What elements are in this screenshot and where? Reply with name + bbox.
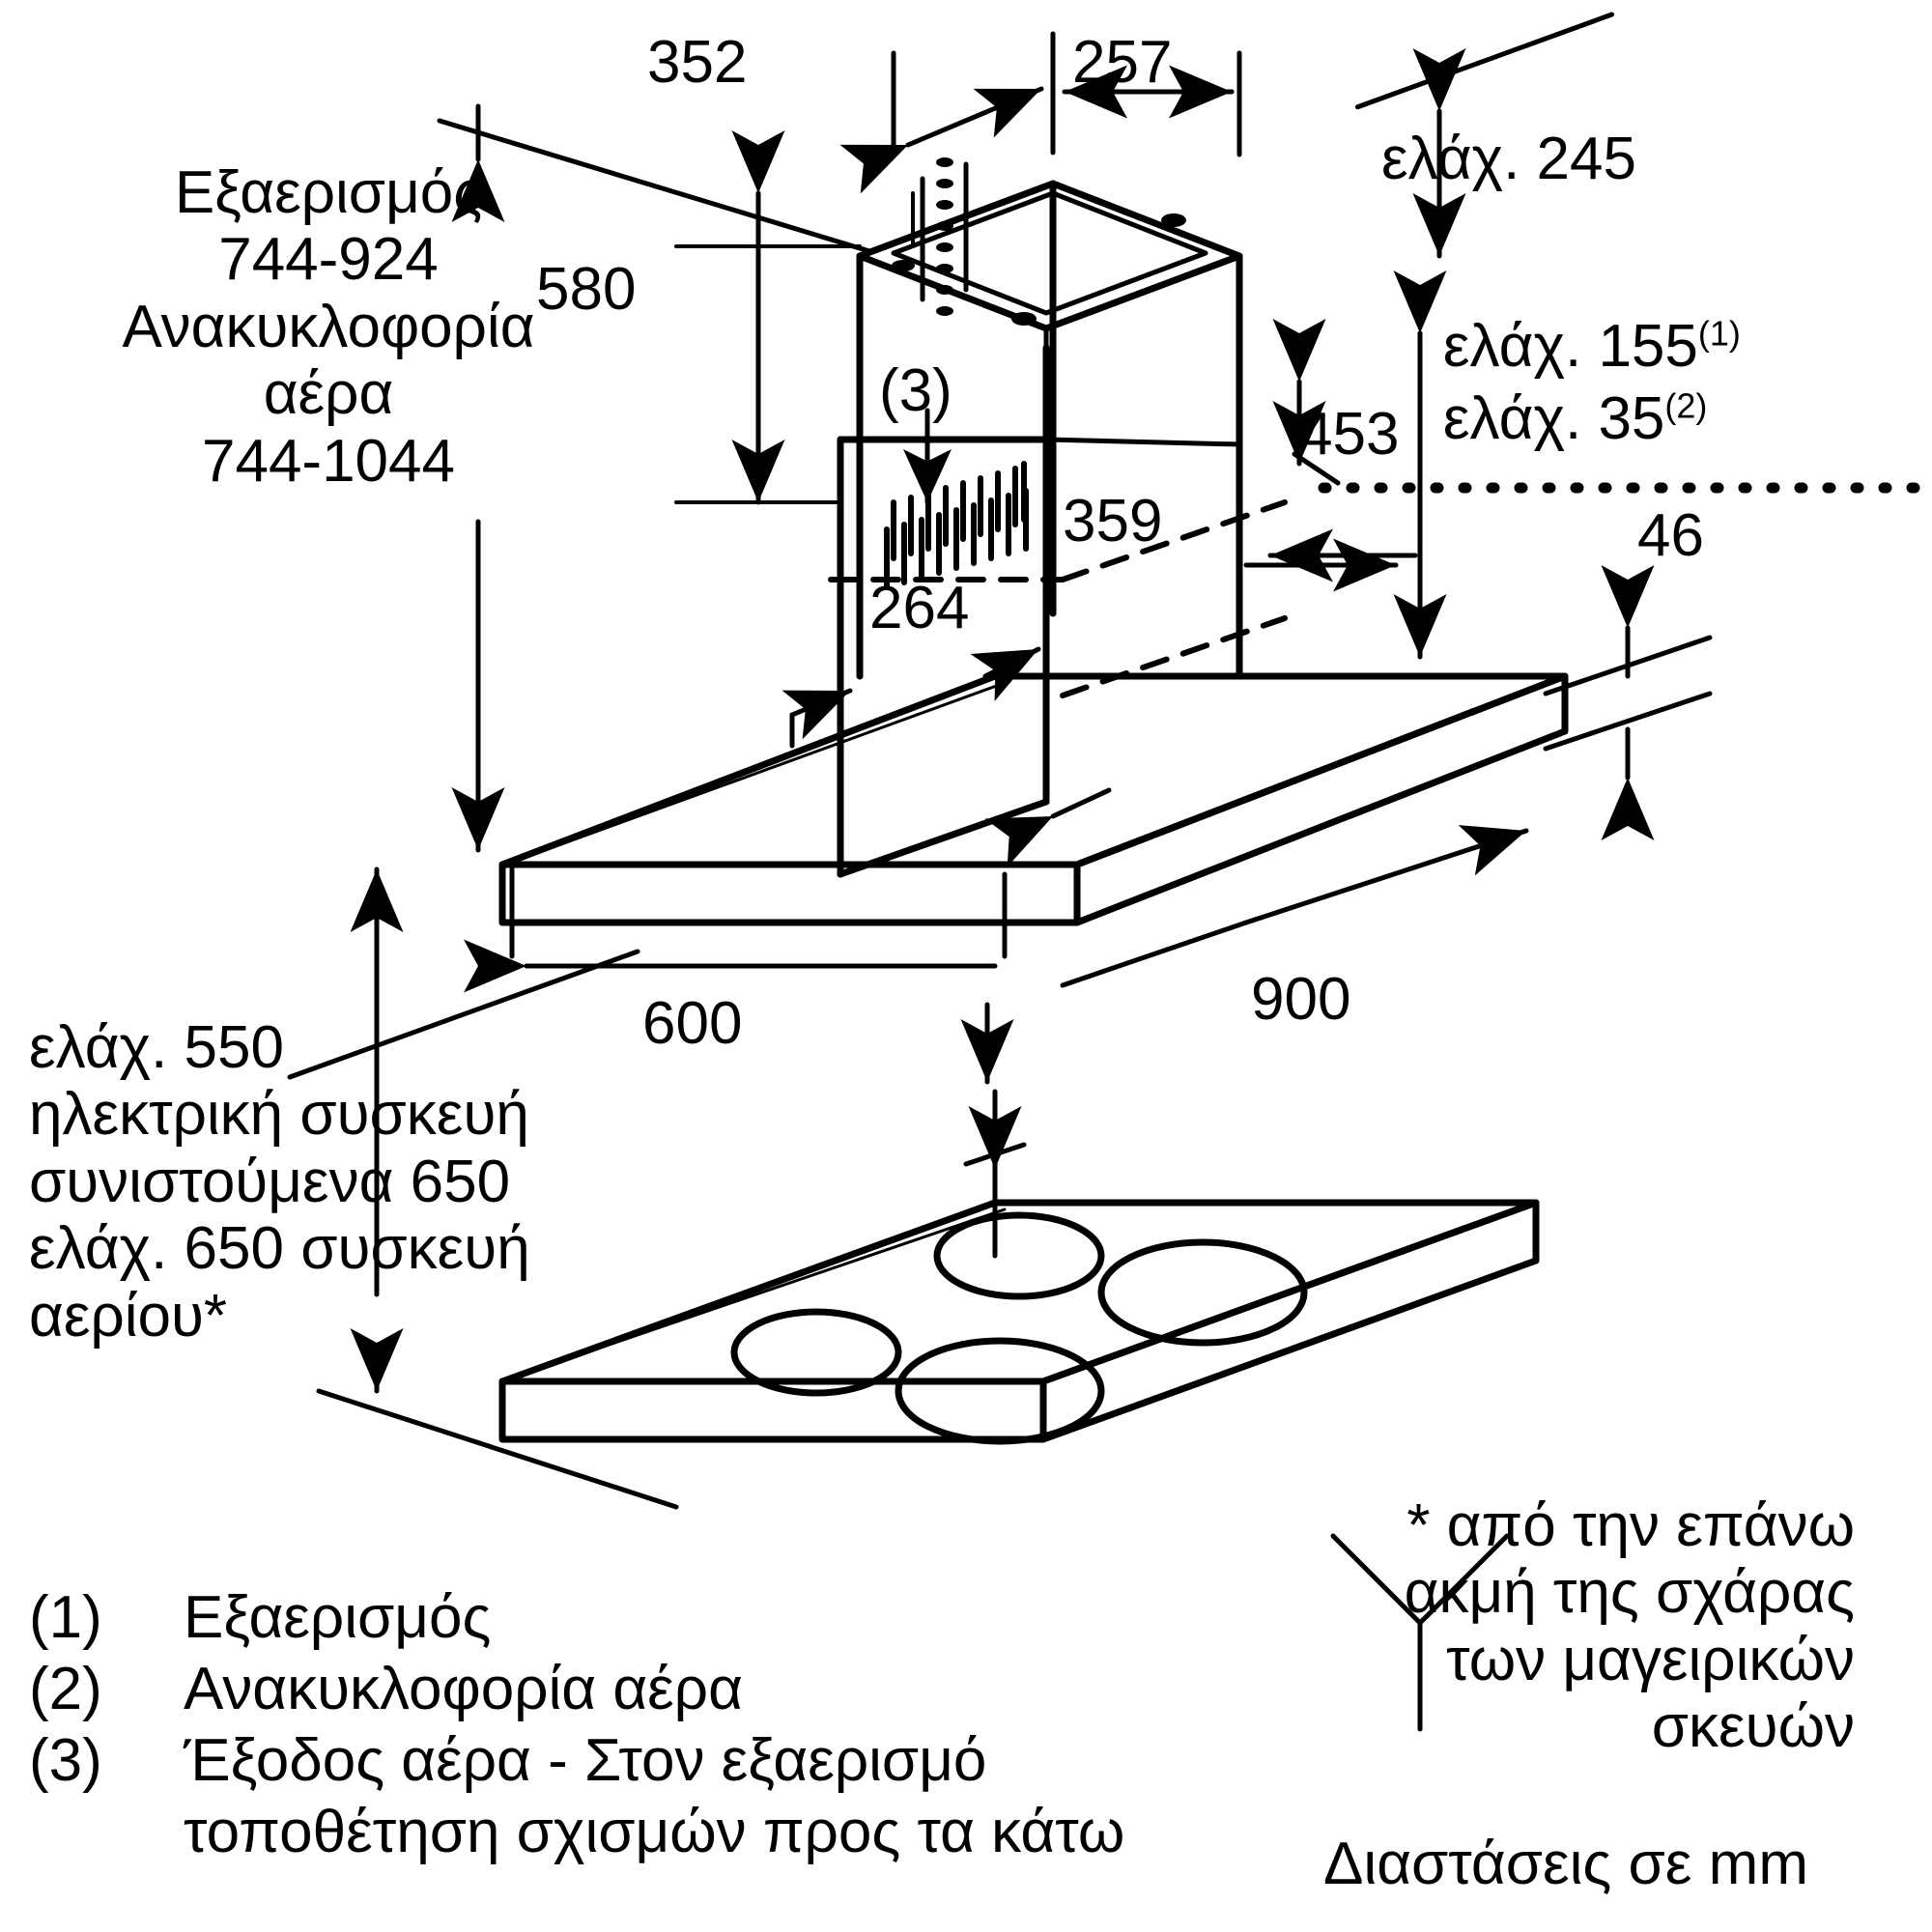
dimension-min-35: ελάχ. 35(2) bbox=[1377, 319, 1708, 520]
exhaust-recirculation-label: Εξαερισμός 744-924 Ανακυκλοφορία αέρα 74… bbox=[122, 159, 535, 495]
legend-text: Έξοδος αέρα - Στον εξαερισμό bbox=[184, 1727, 987, 1794]
legend-item: (3) Έξοδος αέρα - Στον εξαερισμό bbox=[29, 1727, 1343, 1799]
dimension-min-245: ελάχ. 245 bbox=[1381, 126, 1636, 192]
clearance-requirements-label: ελάχ. 550 ηλεκτρική συσκευή συνιστούμενα… bbox=[29, 1014, 530, 1350]
dimension-min-155-superscript: (1) bbox=[1697, 313, 1741, 354]
dimension-359: 359 bbox=[1063, 488, 1163, 554]
legend-key: (1) bbox=[29, 1584, 102, 1651]
dimension-min-35-superscript: (2) bbox=[1664, 385, 1708, 426]
legend-key: (3) bbox=[29, 1727, 102, 1794]
dimension-min-35-value: ελάχ. 35 bbox=[1442, 385, 1665, 453]
dimension-580: 580 bbox=[536, 256, 637, 323]
footnote-asterisk-note: * από την επάνω ακμή της σχάρας των μαγε… bbox=[1404, 1492, 1855, 1761]
dimension-46: 46 bbox=[1637, 502, 1704, 569]
legend-text: Ανακυκλοφορία αέρα bbox=[184, 1656, 743, 1722]
dimension-min-155: ελάχ. 155(1) bbox=[1377, 246, 1741, 447]
callout-3: (3) bbox=[879, 357, 952, 424]
dimension-264: 264 bbox=[869, 575, 970, 641]
units-note: Διαστάσεις σε mm bbox=[1323, 1831, 1808, 1897]
dimension-900: 900 bbox=[1251, 966, 1351, 1033]
dimension-257: 257 bbox=[1072, 29, 1173, 96]
legend-list: (1) Εξαερισμός (2) Ανακυκλοφορία αέρα (3… bbox=[29, 1584, 1343, 1870]
legend-item: τοποθέτηση σχισμών προς τα κάτω bbox=[29, 1799, 1343, 1870]
legend-key: (2) bbox=[29, 1656, 102, 1722]
legend-item: (2) Ανακυκλοφορία αέρα bbox=[29, 1656, 1343, 1727]
dimension-453: 453 bbox=[1299, 401, 1400, 468]
dimension-352: 352 bbox=[647, 29, 748, 96]
dimension-min-155-value: ελάχ. 155 bbox=[1442, 313, 1698, 381]
dimension-600: 600 bbox=[642, 990, 743, 1057]
legend-text: τοποθέτηση σχισμών προς τα κάτω bbox=[184, 1799, 1125, 1865]
legend-item: (1) Εξαερισμός bbox=[29, 1584, 1343, 1656]
legend-text: Εξαερισμός bbox=[184, 1584, 492, 1651]
